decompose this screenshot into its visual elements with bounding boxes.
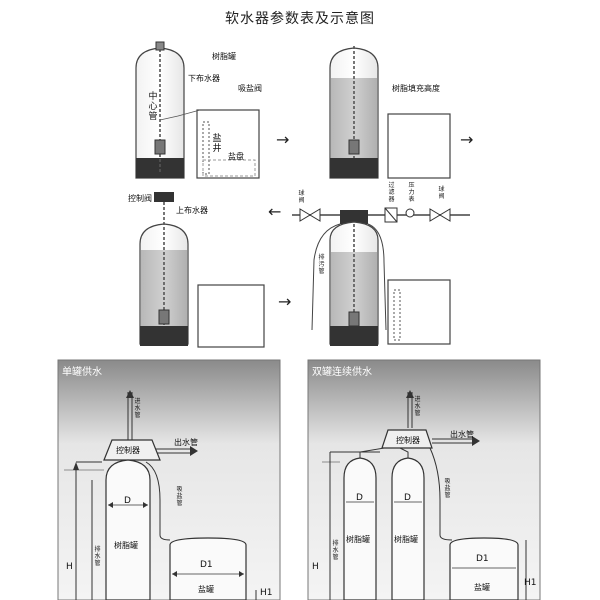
double-controller-label: 控制器 (396, 436, 420, 445)
label-salt-well: 盐井 (212, 134, 222, 154)
double-tank-title: 双罐连续供水 (312, 367, 372, 378)
double-tank-diameter-label: D1 (476, 554, 489, 564)
single-height1-label: H1 (260, 588, 273, 598)
single-tank-title: 单罐供水 (62, 367, 102, 378)
double-height-label: H (312, 562, 319, 572)
double-resin-tank-left-label: 树脂罐 (346, 535, 370, 544)
label-upper-distributor: 上布水器 (176, 206, 208, 215)
label-controller: 控制阀 (128, 194, 152, 203)
double-diameter-left-label: D (356, 493, 363, 503)
step2-resin-tank (329, 46, 379, 179)
single-diameter-label: D (124, 496, 131, 506)
single-brine-pipe-label: 吸盐管 (176, 486, 183, 507)
label-ball-valve-right: 球阀 (438, 186, 445, 200)
double-resin-tank-right-label: 树脂罐 (394, 535, 418, 544)
single-resin-tank-label: 树脂罐 (114, 541, 138, 550)
single-tank-panel (57, 359, 281, 600)
label-resin-tank: 树脂罐 (212, 52, 236, 61)
single-tank-diameter-label: D1 (200, 560, 213, 570)
label-salt-tray: 盐盘 (228, 152, 244, 161)
double-inlet-label: 进水管 (414, 396, 421, 417)
step1-resin-tank (135, 41, 185, 179)
arrow-step3-to-step4-b: → (278, 292, 292, 311)
step1-salt-box (196, 109, 260, 179)
double-brine-pipe-label: 吸盐管 (444, 478, 451, 499)
step4-resin-tank (311, 221, 387, 346)
single-outlet-label: 出水管 (174, 438, 198, 447)
label-pressure-gauge: 压力表 (408, 182, 415, 203)
double-outlet-label: 出水管 (450, 430, 474, 439)
double-tank-diagram (322, 390, 527, 600)
single-drain-label: 排水管 (94, 546, 101, 567)
arrow-step3-to-step4: ← (268, 202, 282, 221)
double-height1-label: H1 (524, 578, 537, 588)
label-resin-fill-height: 树脂填充高度 (392, 84, 440, 93)
label-brine-valve: 吸盐阀 (238, 84, 262, 93)
step2-salt-box (387, 113, 451, 179)
label-ball-valve-left: 球阀 (298, 190, 305, 204)
step3-salt-box (197, 284, 265, 348)
arrow-step1-to-step2: → (276, 130, 290, 149)
label-drain-pipe: 排污管 (318, 254, 325, 275)
label-lower-distributor: 下布水器 (188, 74, 220, 83)
double-diameter-right-label: D (404, 493, 411, 503)
step4-salt-box (387, 279, 451, 345)
page-title: 软水器参数表及示意图 (225, 11, 375, 27)
step4-pipeline (292, 207, 470, 224)
label-center-pipe: 中心管 (148, 92, 158, 122)
double-salt-tank-label: 盐罐 (474, 583, 490, 592)
step3-resin-tank (139, 192, 189, 346)
single-controller-label: 控制器 (116, 446, 140, 455)
single-inlet-label: 进水管 (134, 398, 141, 419)
single-tank-diagram (64, 390, 257, 600)
double-drain-label: 排水管 (332, 540, 339, 561)
arrow-step2-to-step3: → (460, 130, 474, 149)
single-height-label: H (66, 562, 73, 572)
single-salt-tank-label: 盐罐 (198, 585, 214, 594)
label-filter: 过滤器 (388, 182, 395, 203)
